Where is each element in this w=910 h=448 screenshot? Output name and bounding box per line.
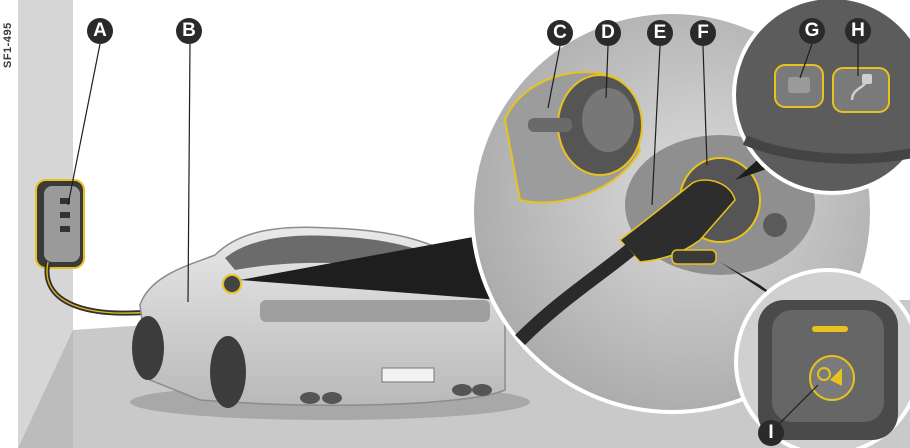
charge-button <box>832 67 890 113</box>
label-b: B <box>176 18 202 44</box>
label-f: F <box>690 20 716 46</box>
car <box>130 226 530 420</box>
label-a: A <box>87 18 113 44</box>
button-inset-top <box>732 0 910 195</box>
label-g: G <box>799 18 825 44</box>
callout-beam <box>240 232 500 300</box>
car-charge-port <box>222 274 242 294</box>
label-c: C <box>547 20 573 46</box>
plug-charging-icon <box>850 74 872 101</box>
figure-code: SF1-495 <box>2 22 14 68</box>
status-light <box>812 326 848 332</box>
button-inset-bottom <box>734 268 910 448</box>
leader-lines <box>67 43 859 431</box>
charge-timer-icon <box>817 367 842 386</box>
label-e: E <box>647 20 673 46</box>
label-i: I <box>758 420 784 446</box>
label-h: H <box>845 18 871 44</box>
charging-plug <box>618 179 736 263</box>
wallbox-charger <box>35 179 85 269</box>
label-d: D <box>595 20 621 46</box>
